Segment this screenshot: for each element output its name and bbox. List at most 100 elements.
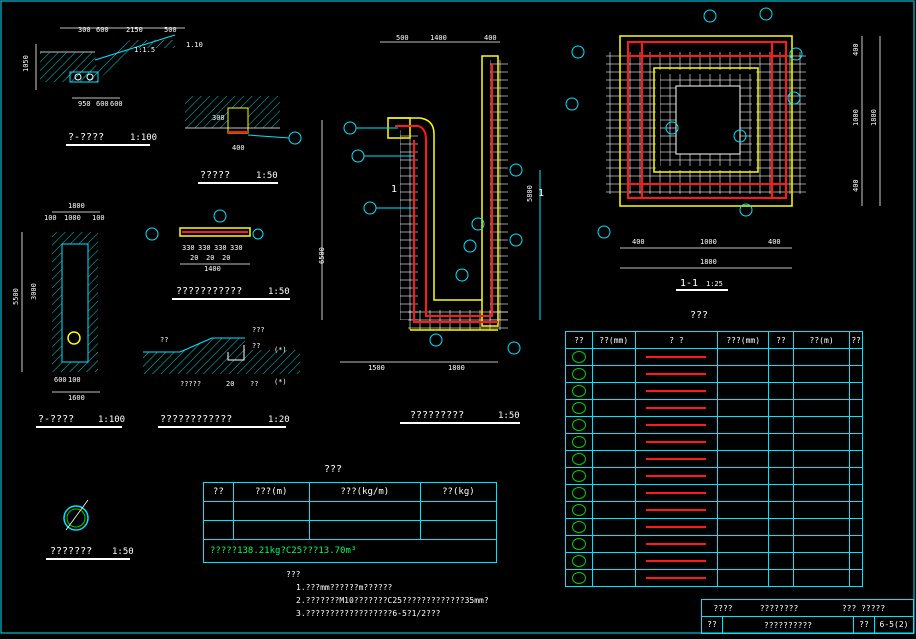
dim: 400 xyxy=(232,144,245,152)
row-marker-circle xyxy=(571,453,586,465)
rebar-table-title: ??? xyxy=(690,310,709,321)
note-line: 1.???mm??????m?????? xyxy=(296,583,393,592)
rebar-table: ?? ??(mm) ? ? ???(mm) ?? ??(m) ?? xyxy=(565,331,863,587)
dim: 3000 xyxy=(30,283,38,300)
dim: 300 xyxy=(78,26,91,34)
view-title: 1-1 xyxy=(680,278,698,289)
view-scale: 1:25 xyxy=(706,280,723,288)
rebar-row xyxy=(565,535,863,553)
dim: 600 xyxy=(54,376,67,384)
slope-detail-view: ?? ??? ?? (*) (*) ????? ?? 20 ??????????… xyxy=(143,326,300,428)
slope-label: 1:1.5 xyxy=(134,46,155,54)
title-cell: ?? xyxy=(702,617,723,633)
material-table-title: ??? xyxy=(324,464,343,475)
rebar-row xyxy=(565,518,863,536)
dim: 5500 xyxy=(12,288,20,305)
notes-title: ??? xyxy=(286,570,301,579)
pipe-section-view: ??????? 1:50 xyxy=(46,499,134,560)
title-cell: ?? xyxy=(853,617,874,633)
row-marker-circle xyxy=(571,402,586,414)
dim: 1800 xyxy=(700,258,717,266)
bar-shape xyxy=(646,577,707,579)
col-header: ??(m) xyxy=(792,331,851,349)
dim: 400 xyxy=(852,43,860,56)
section-a-view: 300 600 2150 500 1.10 1:1.5 1050 950 600… xyxy=(22,26,203,146)
col-header: ??(mm) xyxy=(591,331,636,349)
label: ?? xyxy=(252,342,260,350)
dim: 400 xyxy=(768,238,781,246)
notes: ??? 1.???mm??????m?????? 2.???????M10???… xyxy=(286,568,489,620)
row-marker-circle xyxy=(571,572,586,584)
label: (*) xyxy=(274,346,287,354)
view-scale: 1:100 xyxy=(130,133,157,143)
dim: 1050 xyxy=(22,55,30,72)
rebar-row xyxy=(565,433,863,451)
label: (*) xyxy=(274,378,287,386)
bar-shape xyxy=(646,373,707,375)
row-marker-circle xyxy=(571,555,586,567)
bar-shape xyxy=(646,356,707,358)
col-header: ??(kg) xyxy=(419,482,498,502)
material-table: ?? ???(m) ???(kg/m) ??(kg) ?????138.21kg… xyxy=(203,482,498,563)
title-cell: ???? xyxy=(713,603,733,613)
dim: 1800 xyxy=(870,109,878,126)
view-title: ??????????? xyxy=(176,286,242,297)
row-marker-circle xyxy=(571,419,586,431)
col-header: ?? xyxy=(849,331,863,349)
row-marker-circle xyxy=(571,385,586,397)
col-header: ???(kg/m) xyxy=(308,482,421,502)
dim: 5800 xyxy=(526,185,534,202)
bar-shape xyxy=(646,407,707,409)
dim: 330 xyxy=(230,244,243,252)
dim: 1400 xyxy=(430,34,447,42)
dim: 20 xyxy=(222,254,230,262)
label: ??? xyxy=(252,326,265,334)
view-scale: 1:20 xyxy=(268,415,290,425)
main-elevation-view: 500 1400 400 6500 5800 1500 1800 1 1 ???… xyxy=(318,34,544,424)
row-marker-circle xyxy=(571,504,586,516)
dim: 300 xyxy=(212,114,225,122)
label: ????? xyxy=(180,380,201,388)
dim: 100 xyxy=(68,376,81,384)
row-marker-circle xyxy=(571,368,586,380)
dim: 400 xyxy=(484,34,497,42)
row-marker-circle xyxy=(571,521,586,533)
row-marker-circle xyxy=(571,436,586,448)
rebar-row xyxy=(565,501,863,519)
bar-shape xyxy=(646,441,707,443)
view-title: ????? xyxy=(200,170,230,181)
rebar-row xyxy=(565,365,863,383)
plan-view: 400 1000 400 1800 400 1000 400 1800 1-1 … xyxy=(565,7,881,291)
title-cell: ?????????? xyxy=(763,620,813,630)
label: ?? xyxy=(250,380,258,388)
channel-section-view: 400 300 ????? 1:50 xyxy=(185,96,302,184)
label: ?? xyxy=(160,336,168,344)
title-cell: ???????? xyxy=(759,603,799,613)
row-marker-circle xyxy=(571,351,586,363)
dim: 330 xyxy=(198,244,211,252)
view-scale: 1:50 xyxy=(256,171,278,181)
bar-shape xyxy=(646,475,707,477)
dim: 1800 xyxy=(68,202,85,210)
col-header: ?? xyxy=(203,482,234,502)
table-footer: ?????138.21kg?C25???13.70m³ xyxy=(203,539,497,563)
view-title: ?-???? xyxy=(38,414,74,425)
bar-shape xyxy=(646,560,707,562)
dim: 500 xyxy=(396,34,409,42)
bar-shape xyxy=(646,458,707,460)
col-header: ???(mm) xyxy=(717,331,769,349)
bar-shape xyxy=(646,543,707,545)
col-header: ? ? xyxy=(634,331,719,349)
dim: 950 xyxy=(78,100,91,108)
dim: 1800 xyxy=(448,364,465,372)
dim: 100 xyxy=(44,214,57,222)
rebar-row xyxy=(565,569,863,587)
dim: 1000 xyxy=(64,214,81,222)
dim: 330 xyxy=(214,244,227,252)
dim: 100 xyxy=(92,214,105,222)
dim: 330 xyxy=(182,244,195,252)
note-line: 3.??????????????????6-5?1/2??? xyxy=(296,609,441,618)
dim: 1600 xyxy=(68,394,85,402)
